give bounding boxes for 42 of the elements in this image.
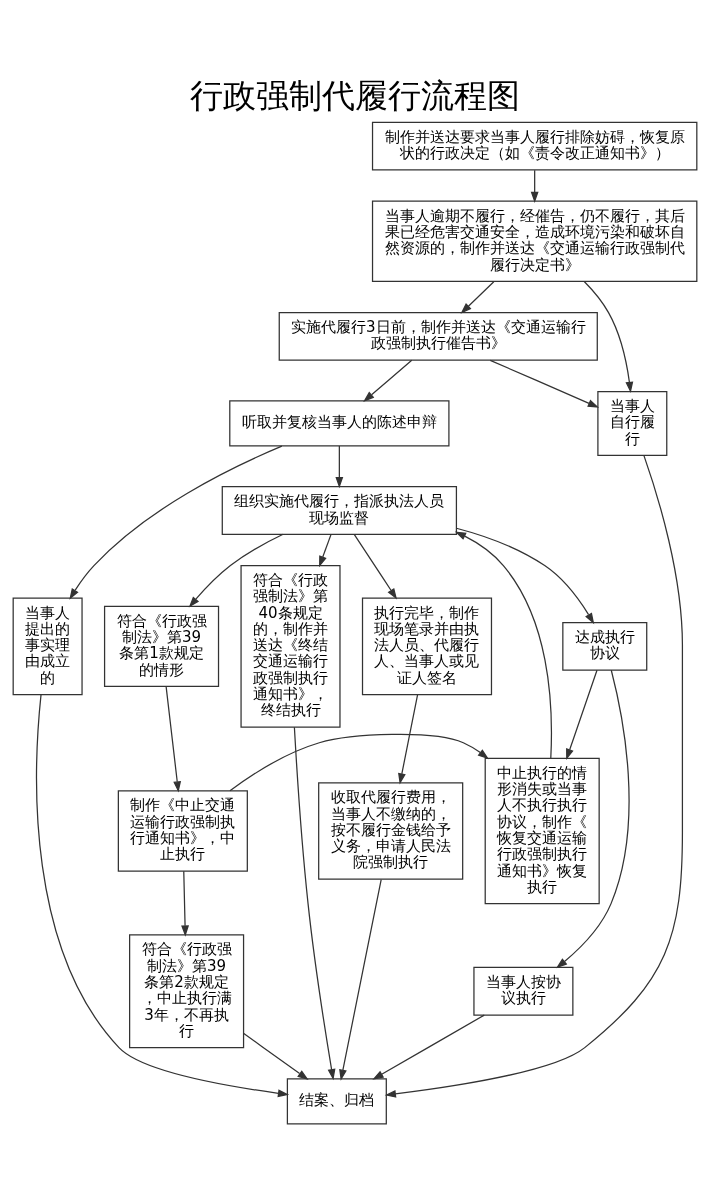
- node-box: 符合《行政强制法》第39条第1款规定的情形: [103, 605, 220, 687]
- node-box: 符合《行政强制法》第39条第2款规定，中止执行满3年，不再执行: [129, 934, 245, 1049]
- arrow: [583, 280, 634, 394]
- arrow: [454, 531, 553, 759]
- node-box: 制作并送达要求当事人履行排除妨碍，恢复原状的行政决定（如《责令改正通知书》）: [371, 121, 698, 171]
- arrow: [181, 870, 189, 937]
- node-box: 符合《行政强制法》第40条规定的，制作并送达《终结交通运输行政强制执行通知书》，终结执行: [240, 564, 341, 728]
- arrow: [229, 733, 489, 792]
- arrow: [460, 281, 495, 314]
- arrow: [188, 533, 284, 608]
- arrow: [363, 359, 413, 402]
- arrow: [293, 726, 336, 1081]
- node-box: 实施代履行3日前，制作并送达《交通运输行政强制执行催告书》: [278, 312, 598, 361]
- node-box: 当事人提出的事实理由成立的: [12, 597, 83, 696]
- arrow: [566, 669, 598, 761]
- node-box: 结案、归档: [286, 1078, 387, 1125]
- arrow: [165, 686, 182, 793]
- arrow: [319, 533, 332, 568]
- arrow: [530, 169, 539, 204]
- arrow: [243, 1032, 309, 1080]
- node-box: 制作《中止交通运输行政强制执行通知书》，中止执行: [117, 790, 248, 872]
- node-box: 当事人逾期不履行，经催告，仍不履行，其后果已经危害交通安全，造成环境污染和破坏自然资源的，制作并送达《交通运输行政强制代履行决定书》: [371, 200, 698, 282]
- arrow: [384, 454, 684, 1098]
- node-box: 当事人按协议执行: [473, 966, 574, 1016]
- node-box: 收取代履行费用，当事人不缴纳的，按不履行金钱给予义务，申请人民法院强制执行: [318, 782, 464, 880]
- arrow: [556, 669, 630, 969]
- node-box: 当事人自行履行: [597, 390, 668, 456]
- node-box: 听取并复核当事人的陈述申辩: [229, 400, 450, 447]
- node-box: 达成执行协议: [562, 621, 648, 671]
- arrow: [489, 359, 600, 408]
- arrow: [335, 445, 344, 489]
- arrow: [372, 1014, 485, 1080]
- node-box: 执行完毕，制作现场笔录并由执法人员、代履行人、当事人或见证人签名: [361, 597, 493, 696]
- arrow: [339, 878, 382, 1081]
- node-box: 组织实施代履行，指派执法人员现场监督: [221, 486, 458, 535]
- arrow: [69, 445, 283, 600]
- arrow: [455, 527, 595, 625]
- node-box: 中止执行的情形消失或当事人不执行执行协议，制作《恢复交通运输行政强制执行通知书》恢复执行: [484, 757, 600, 905]
- arrow: [353, 533, 398, 600]
- arrow: [36, 694, 290, 1098]
- diagram-title: 行政强制代履行流程图: [190, 77, 520, 116]
- arrow: [398, 694, 419, 785]
